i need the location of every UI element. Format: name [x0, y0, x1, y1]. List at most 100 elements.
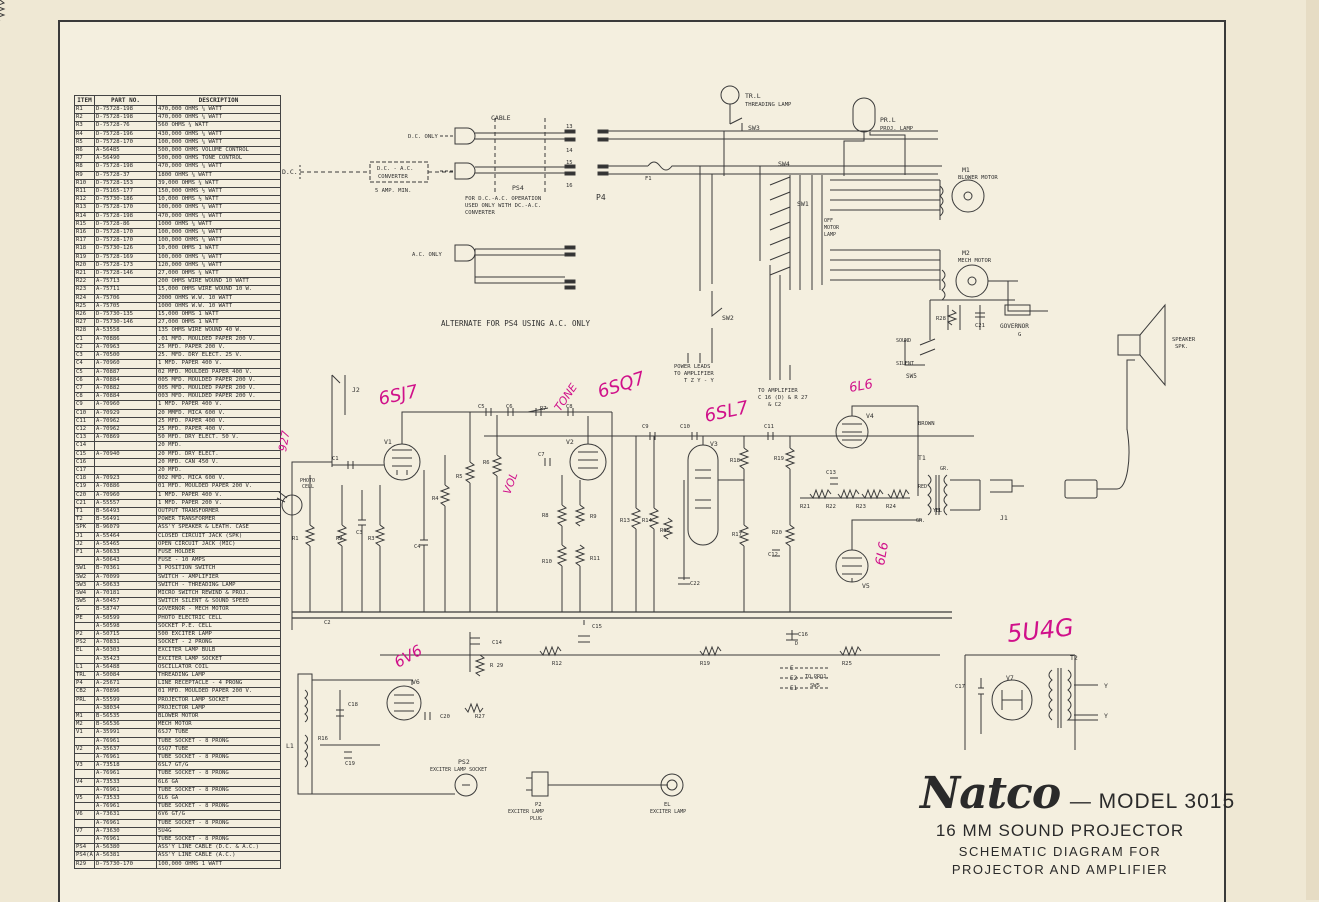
m1-label: M1 — [962, 166, 970, 174]
exciter-socket-label: EXCITER LAMP SOCKET — [430, 767, 487, 773]
c5 — [485, 408, 492, 416]
c21 — [975, 312, 985, 318]
part-description: 10,000 OHMS 1 WATT — [156, 244, 281, 254]
r16-label: R16 — [318, 736, 328, 742]
el-label: EL — [664, 802, 671, 808]
r29-label: R 29 — [490, 663, 503, 669]
r5 — [465, 461, 475, 484]
c19-label: C19 — [345, 761, 355, 767]
exciter-socket-ps2 — [454, 773, 478, 797]
c20-label: C20 — [440, 714, 450, 720]
c22-label: C22 — [690, 581, 700, 587]
oscillator-frame — [297, 673, 313, 795]
c1 — [347, 461, 354, 469]
for-dc-1: FOR D.C.-A.C. OPERATION — [465, 196, 541, 202]
part-description: ASS'Y LINE CABLE (D.C. & A.C.) — [156, 843, 281, 853]
r8-label: R8 — [542, 513, 549, 519]
proj-lamp-label: PROJ. LAMP — [880, 126, 914, 132]
dc-plug — [454, 127, 565, 180]
c10-label: C10 — [680, 424, 690, 430]
dc-label: D.C. — [282, 168, 298, 176]
pen-vol: VOL — [501, 471, 521, 496]
exciter-plug-1: EXCITER LAMP — [508, 809, 544, 815]
model-number: — MODEL 3015 — [1069, 790, 1236, 813]
exciter-plug-p2 — [531, 771, 549, 797]
part-description: EXCITER LAMP SOCKET — [156, 654, 281, 664]
tube-v6 — [386, 685, 422, 721]
v7-label: V7 — [1006, 674, 1014, 682]
r15-label: R15 — [660, 528, 670, 534]
r21-label: R21 — [800, 504, 810, 510]
cable-label: CABLE — [491, 114, 511, 122]
v6-label: V6 — [412, 678, 420, 686]
part-description: TUBE SOCKET - 8 PRONG — [156, 802, 281, 812]
r11 — [575, 544, 585, 567]
pen-pe-mark: 927 — [276, 430, 292, 453]
r23 — [861, 488, 884, 500]
c1-label: C1 — [332, 456, 339, 462]
c12 — [772, 549, 780, 557]
part-description: OUTPUT TRANSFORMER — [156, 506, 281, 517]
part-description: 200 OHMS WIRE WOUND 10 WATT — [156, 277, 281, 287]
to-proj-2: SW5 — [810, 683, 820, 689]
part-description: TUBE SOCKET - 8 PRONG — [156, 753, 281, 763]
part-description: SWITCH SILENT & SOUND SPEED — [156, 597, 281, 607]
part-description: 2000 OHMS W.W. 10 WATT — [156, 293, 281, 303]
r19 — [785, 447, 795, 470]
c6 — [507, 408, 514, 416]
v1-label: V1 — [384, 438, 392, 446]
mech-motor-m2 — [955, 264, 989, 298]
pen-v6-tube: 6V6 — [391, 641, 425, 671]
title-block: Natco — MODEL 3015 16 MM SOUND PROJECTOR… — [920, 768, 1234, 877]
part-description: 1 MFD. PAPER 400 V. — [156, 359, 281, 369]
pen-v2-tube: 6SQ7 — [595, 368, 648, 403]
part-description: 01 MFD. MOULDED PAPER 200 V. — [156, 687, 281, 697]
to-amp-2: C 16 (D) & R 27 — [758, 395, 808, 401]
converter-label-2: CONVERTER — [378, 174, 408, 180]
ground-bus — [292, 611, 952, 619]
for-dc-3: CONVERTER — [465, 210, 495, 216]
r8 — [557, 504, 567, 527]
r23-label: R23 — [856, 504, 866, 510]
c9-label: C9 — [642, 424, 649, 430]
part-description: 470,000 OHMS ¼ WATT — [156, 113, 281, 123]
r7-label: R7 — [540, 406, 547, 412]
pin-13 — [564, 129, 576, 134]
c15 — [578, 620, 590, 643]
pen-v1-tube: 6SJ7 — [377, 381, 421, 410]
part-description: SWITCH - AMPLIFIER — [156, 572, 281, 582]
r1 — [305, 524, 315, 547]
j2-jack — [331, 374, 346, 467]
g-label: G — [1018, 332, 1021, 338]
power-leads-1: POWER LEADS — [674, 364, 710, 370]
r11-label: R11 — [590, 556, 600, 562]
part-description: 25. MFD. DRY ELECT. 25 V. — [156, 351, 281, 361]
c15-label: C15 — [592, 624, 602, 630]
part-description: 25 MFD. PAPER 200 V. — [156, 342, 281, 353]
trl-label: TR.L — [745, 92, 761, 100]
part-description: 470,000 OHMS ¼ WATT — [156, 162, 281, 172]
c18-label: C18 — [348, 702, 358, 708]
tube-v2 — [569, 443, 607, 481]
pen-v5-tube: 6L6 — [873, 541, 892, 567]
alternate-label: ALTERNATE FOR PS4 USING A.C. ONLY — [441, 319, 590, 328]
r7-pot — [496, 407, 549, 612]
sound-label: SOUND — [896, 338, 911, 344]
brown-label: BROWN — [918, 421, 935, 427]
